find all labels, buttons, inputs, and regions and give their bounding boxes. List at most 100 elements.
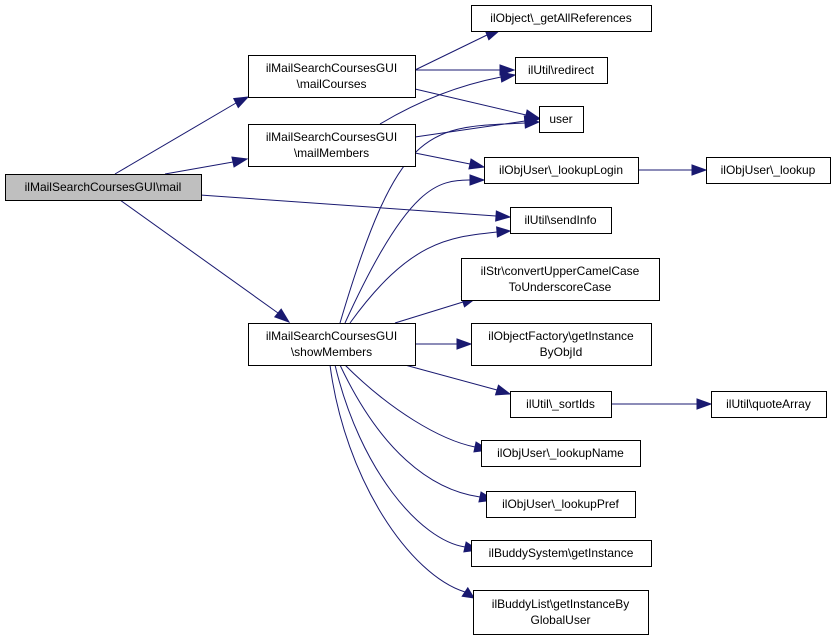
edge-mail-to-mailMembers (164, 156, 249, 175)
arrowhead-icon (231, 156, 249, 168)
node-box (248, 124, 416, 167)
edge-showMembers-to-sendInfo (349, 226, 512, 324)
edge-line (334, 364, 466, 548)
edge-showMembers-to-buddyListGetInstance (329, 364, 475, 599)
node-box (706, 157, 831, 184)
node-lookupPref[interactable]: ilObjUser\_lookupPref (486, 491, 636, 518)
edge-mailCourses-to-user (414, 88, 541, 121)
node-label: \showMembers (291, 345, 372, 359)
edges-layer (114, 29, 713, 599)
node-buddySystemGetInstance[interactable]: ilBuddySystem\getInstance (471, 540, 652, 567)
node-label: ilUtil\quoteArray (726, 397, 811, 411)
node-label: ilObjUser\_lookupPref (502, 497, 619, 511)
arrowhead-icon (468, 158, 486, 170)
node-showMembers[interactable]: ilMailSearchCoursesGUI \showMembers (248, 323, 416, 366)
nodes-layer: ilMailSearchCoursesGUI\mail ilMailSearchC… (5, 5, 831, 635)
node-label: ilBuddySystem\getInstance (489, 546, 634, 560)
edge-line (404, 364, 498, 391)
node-box (473, 590, 649, 635)
node-box (486, 491, 636, 518)
arrowhead-icon (469, 174, 486, 186)
node-convertUpperCamelCase[interactable]: ilStr\convertUpperCamelCaseToUnderscoreC… (461, 258, 660, 301)
edge-line (414, 152, 471, 165)
edge-mailCourses-to-redirect (415, 64, 516, 76)
node-box (711, 391, 827, 418)
node-label: ilUtil\sendInfo (524, 213, 596, 227)
node-label: ilStr\convertUpperCamelCase (481, 264, 640, 278)
edge-line (119, 199, 279, 314)
edge-line (114, 102, 237, 175)
node-getAllReferences[interactable]: ilObject\_getAllReferences (471, 5, 652, 32)
node-label: ilObjUser\_lookupName (497, 446, 624, 460)
arrowhead-icon (496, 226, 512, 238)
node-mail[interactable]: ilMailSearchCoursesGUI\mail (5, 174, 202, 201)
node-quoteArray[interactable]: ilUtil\quoteArray (711, 391, 827, 418)
edge-sortIds-to-quoteArray (611, 398, 713, 410)
node-label: user (549, 112, 572, 126)
node-user[interactable]: user (539, 106, 584, 133)
edge-showMembers-to-lookupPref (339, 364, 496, 503)
node-lookupName[interactable]: ilObjUser\_lookupName (481, 440, 641, 467)
arrowhead-icon (524, 117, 541, 129)
edge-mailMembers-to-lookupLogin (414, 152, 486, 170)
edge-showMembers-to-convertUpperCamelCase (394, 296, 478, 324)
node-box (5, 174, 202, 201)
node-label: ToUnderscoreCase (509, 280, 612, 294)
edge-showMembers-to-sortIds (404, 364, 512, 396)
node-box (510, 391, 612, 418)
node-label: \mailCourses (296, 77, 366, 91)
node-box (471, 5, 652, 32)
edge-line (164, 161, 234, 175)
node-label: ilUtil\redirect (528, 63, 595, 77)
node-box (461, 258, 660, 301)
node-sortIds[interactable]: ilUtil\_sortIds (510, 391, 612, 418)
node-mailCourses[interactable]: ilMailSearchCoursesGUI \mailCourses (248, 55, 416, 98)
node-sendInfo[interactable]: ilUtil\sendInfo (510, 207, 612, 234)
node-label: ilObjectFactory\getInstance (488, 329, 634, 343)
node-redirect[interactable]: ilUtil\redirect (515, 57, 608, 84)
edge-line (379, 76, 502, 125)
arrowhead-icon (461, 586, 475, 599)
edge-showMembers-to-buddySystemGetInstance (334, 364, 480, 553)
arrowhead-icon (456, 338, 473, 350)
edge-showMembers-to-getInstanceByObjId (415, 338, 473, 350)
arrowhead-icon (494, 384, 512, 396)
node-label: ilMailSearchCoursesGUI (266, 61, 397, 75)
edge-mailMembers-to-redirect (379, 71, 517, 125)
node-label: ilUtil\_sortIds (526, 397, 595, 411)
edge-line (349, 231, 498, 324)
arrowhead-icon (499, 71, 517, 83)
edge-showMembers-to-lookupName (344, 364, 491, 453)
edge-line (329, 364, 466, 593)
node-label: ByObjId (540, 345, 583, 359)
node-box (471, 540, 652, 567)
node-box (248, 323, 416, 366)
node-label: ilObjUser\_lookupLogin (499, 163, 623, 177)
arrowhead-icon (696, 398, 713, 410)
node-label: ilMailSearchCoursesGUI (266, 329, 397, 343)
node-box (481, 440, 641, 467)
edge-line (339, 364, 481, 498)
node-box (515, 57, 608, 84)
arrowhead-icon (691, 164, 708, 176)
edge-showMembers-to-user (339, 117, 541, 324)
node-box (248, 55, 416, 98)
node-label: ilMailSearchCoursesGUI\mail (25, 180, 182, 194)
edge-line (339, 122, 526, 324)
edge-line (414, 34, 488, 71)
node-mailMembers[interactable]: ilMailSearchCoursesGUI\mailMembers (248, 124, 416, 167)
node-box (484, 157, 639, 184)
node-lookup[interactable]: ilObjUser\_lookup (706, 157, 831, 184)
node-box (471, 323, 652, 366)
edge-mail-to-showMembers (119, 199, 291, 323)
arrowhead-icon (273, 308, 291, 323)
edge-line (199, 194, 497, 217)
edge-line (344, 179, 471, 324)
edge-line (344, 364, 476, 448)
arrowhead-icon (495, 210, 512, 222)
node-lookupLogin[interactable]: ilObjUser\_lookupLogin (484, 157, 639, 184)
edge-mailCourses-to-getAllReferences (414, 29, 502, 71)
